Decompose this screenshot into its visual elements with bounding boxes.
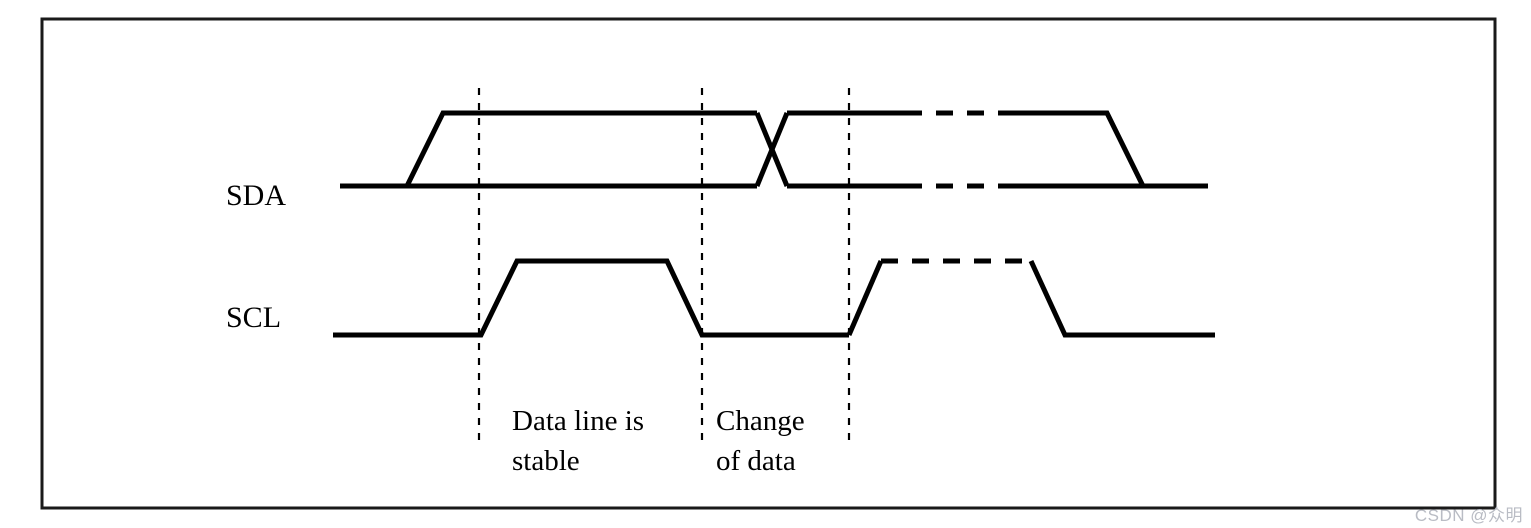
sda-signal-label: SDA <box>226 179 286 212</box>
annotation-line-1: Change <box>716 405 805 437</box>
annotation-line-2: stable <box>512 445 580 477</box>
scl-signal-label: SCL <box>226 301 281 334</box>
scl-pulse-1 <box>333 258 849 338</box>
sda-crossing-rising-edge <box>754 112 790 187</box>
scl-pulse-2-rising-edge <box>846 260 884 336</box>
sda-waveform <box>340 110 1208 189</box>
annotation-line-1: Data line is <box>512 405 644 437</box>
scl-waveform <box>333 258 1215 338</box>
csdn-watermark: CSDN @众明 <box>1414 506 1523 525</box>
diagram-frame <box>40 17 1497 510</box>
annotation-line-2: of data <box>716 445 796 477</box>
scl-pulse-2-falling-edge <box>1028 259 1215 338</box>
annotation-data-line-is-stable: Data line is stable <box>512 405 644 477</box>
sda-upper-solid-segment-1 <box>340 110 757 189</box>
annotation-change-of-data: Change of data <box>716 405 805 477</box>
marker-lines <box>477 88 851 440</box>
sda-upper-solid-segment-3 <box>1007 110 1146 188</box>
